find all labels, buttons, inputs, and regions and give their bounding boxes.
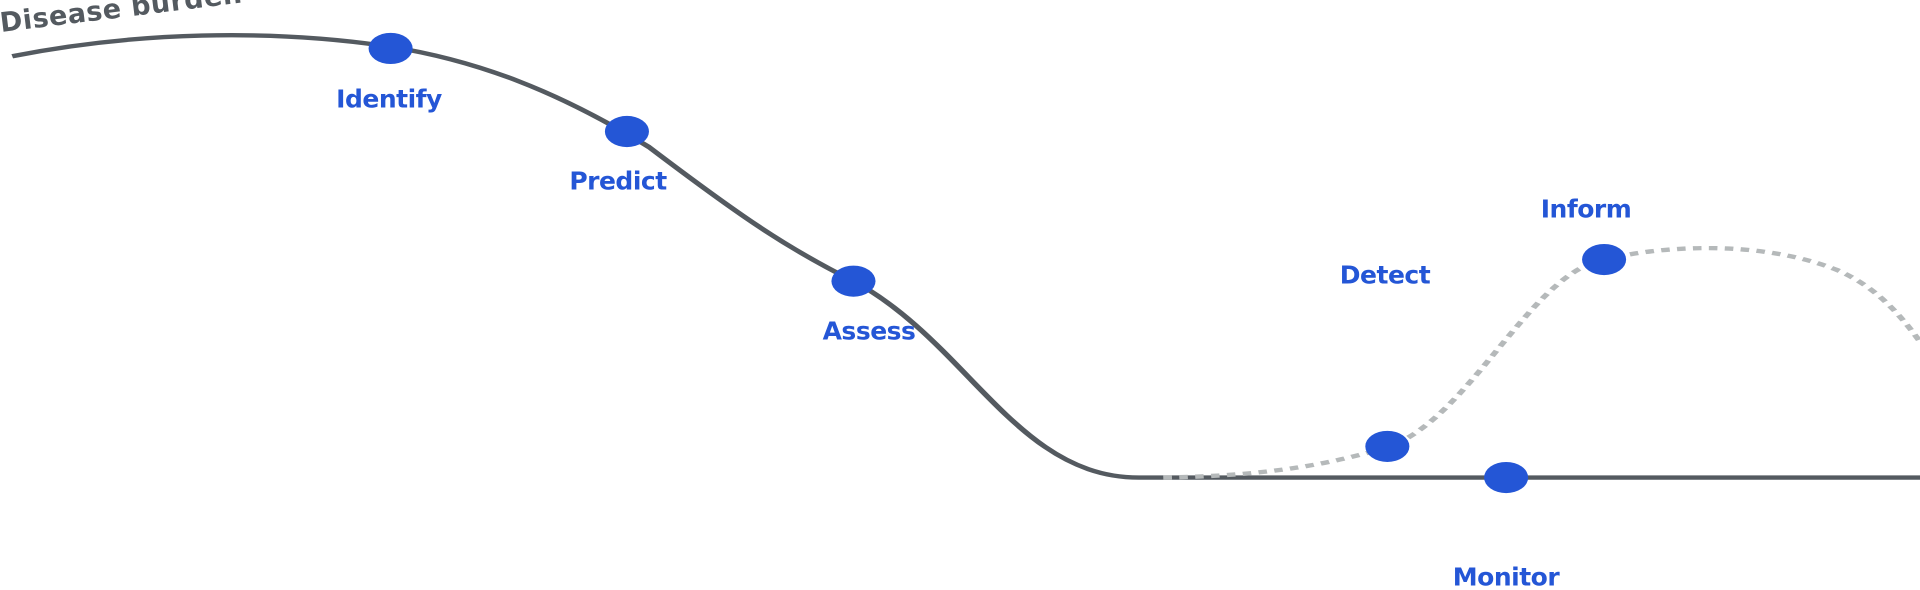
predict-dot (604, 115, 649, 148)
identify-label: Identify (336, 84, 442, 114)
monitor-label: Monitor (1452, 562, 1560, 590)
inform-dot (1582, 243, 1627, 276)
assess-dot (831, 265, 876, 297)
identify-dot (368, 32, 413, 65)
assess-label: Assess (822, 316, 916, 346)
monitor-dot (1484, 461, 1529, 494)
detect-dot (1365, 430, 1410, 462)
dashed-curve (1163, 245, 1920, 480)
detect-label: Detect (1339, 260, 1431, 290)
inform-label: Inform (1540, 194, 1632, 224)
disease-burden-curve (11, 33, 1920, 480)
predict-label: Predict (569, 166, 667, 196)
